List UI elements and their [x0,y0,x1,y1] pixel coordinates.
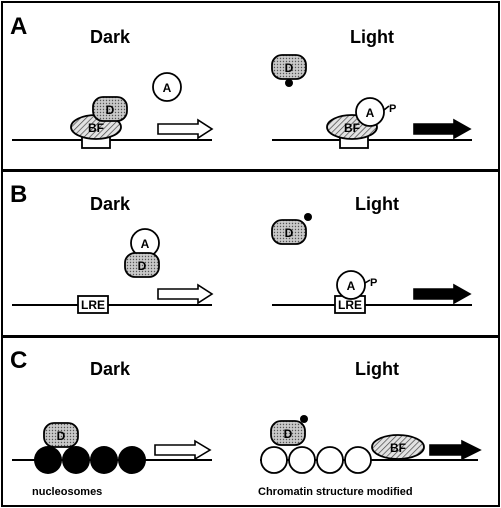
lre-label: LRE [81,298,105,312]
nucleosome-open [288,446,316,474]
p-label: P [370,277,377,289]
nucleosome [118,446,146,474]
bf-label: BF [88,121,104,135]
phospho-bond [383,105,390,111]
a-protein [152,72,182,102]
gene-arrow-on [429,439,482,461]
nucleosome [90,446,118,474]
d-label: D [138,259,147,273]
a-label: A [163,81,172,95]
panel-b-frame [1,170,500,337]
nucleosome-open [260,446,288,474]
panel-a: A Dark Light BF D A BF A P D [1,1,500,171]
panel-c-light-label: Light [355,359,399,379]
nucleosomes-caption: nucleosomes [32,486,102,498]
p-label: P [389,103,396,115]
nucleosome-open [316,446,344,474]
bf-label: BF [344,121,360,135]
gene-arrow-on [413,283,472,305]
d-protein [124,252,160,278]
d-protein [92,96,128,122]
gene-arrow-off [154,439,212,461]
panel-c: C Dark Light D nucleosomes D BF Chromati… [1,336,500,507]
panel-b-letter: B [10,181,27,208]
panel-c-frame [1,336,500,507]
nucleosome-open [344,446,372,474]
phosphate-dot [285,79,293,87]
gene-arrow-off [157,283,214,305]
phospho-bond [364,279,371,284]
lre-label: LRE [338,298,362,312]
panel-a-dark-label: Dark [90,27,131,47]
panel-b: B Dark Light LRE A D LRE A P D [1,170,500,337]
d-label: D [285,61,294,75]
d-protein [271,219,307,245]
gene-arrow-on [413,118,472,140]
panel-a-letter: A [10,13,27,40]
lre-box [77,295,109,314]
d-label: D [57,429,66,443]
d-label: D [285,226,294,240]
bf-label: BF [390,441,406,455]
chromatin-caption: Chromatin structure modified [258,486,413,498]
panel-b-dark-label: Dark [90,194,131,214]
d-label: D [284,427,293,441]
panel-c-letter: C [10,347,27,374]
panel-a-frame [1,1,500,171]
panel-b-light-label: Light [355,194,399,214]
panel-c-dark-label: Dark [90,359,131,379]
a-label: A [366,106,375,120]
bf-factor [371,434,425,460]
d-protein [43,422,79,448]
nucleosome [62,446,90,474]
panel-a-light-label: Light [350,27,394,47]
phosphate-dot [304,213,312,221]
d-label: D [106,103,115,117]
gene-arrow-off [157,118,214,140]
a-protein [355,97,385,127]
d-protein [270,420,306,446]
phosphate-dot [300,415,308,423]
nucleosome [34,446,62,474]
a-label: A [347,279,356,293]
a-protein [336,270,366,300]
a-label: A [141,237,150,251]
